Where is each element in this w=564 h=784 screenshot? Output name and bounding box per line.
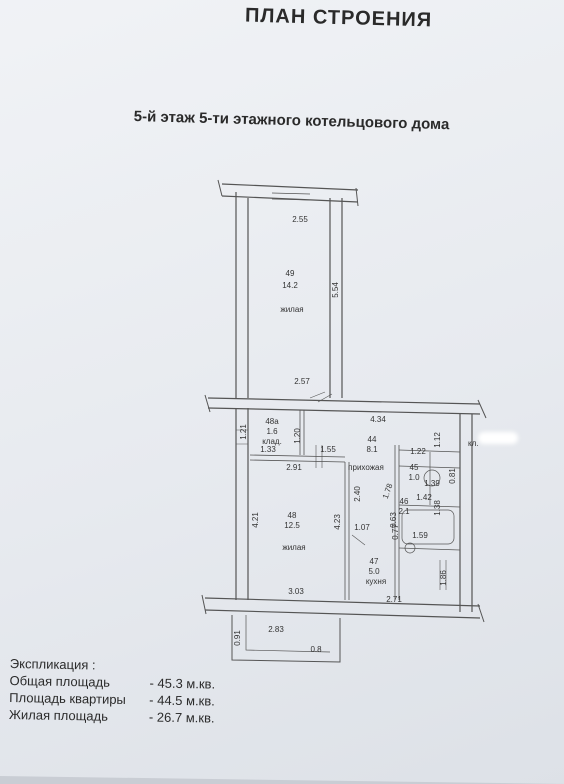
redaction-mark [478, 432, 518, 444]
floor-plan: 49 14.2 жилая 48а 1.6 клад. 44 8.1 прихо… [201, 179, 487, 663]
dimension-label: 1.22 [410, 447, 426, 456]
dimension-label: 0.63 [389, 512, 398, 528]
dimension-label: 2.57 [294, 377, 310, 386]
dimension-label: 1.39 [424, 479, 440, 488]
explication-value: - 45.3 м.кв. [149, 675, 216, 692]
dimension-label: 3.03 [288, 587, 304, 596]
dimension-label: кл. [468, 439, 478, 448]
room-49-number: 49 [286, 269, 295, 278]
dimension-label: 1.42 [416, 493, 432, 502]
room-44-number: 44 [368, 435, 377, 444]
explication-value: - 26.7 м.кв. [148, 709, 215, 726]
explication-label: Жилая площадь [8, 706, 109, 724]
room-47-number: 47 [370, 557, 379, 566]
dimension-label: 1.38 [433, 500, 442, 516]
dimension-label: 2.40 [353, 486, 362, 502]
dimension-label: 0.8 [310, 645, 322, 654]
room-45-number: 45 [410, 463, 419, 472]
room-48-area: 12.5 [284, 521, 300, 530]
room-48a-type: клад. [262, 437, 282, 446]
room-48-type: жилая [282, 543, 305, 552]
room-48a-number: 48а [265, 417, 279, 426]
dimension-label: 2.71 [386, 595, 402, 604]
dimension-label: 0.77 [391, 524, 400, 540]
room-44-area: 8.1 [366, 445, 378, 454]
room-48a-area: 1.6 [266, 427, 278, 436]
room-47-area: 5.0 [368, 567, 380, 576]
explication-value: - 44.5 м.кв. [149, 692, 215, 709]
dimension-label: 1.07 [354, 523, 370, 532]
dimension-label: 0.91 [233, 630, 242, 646]
dimension-label: 1.55 [320, 445, 336, 454]
dimension-label: 5.54 [331, 282, 340, 298]
room-47-type: кухня [366, 577, 386, 586]
dimension-label: 2.91 [286, 463, 302, 472]
dimension-label: 1.20 [293, 428, 302, 444]
dimension-label: 1.86 [439, 570, 448, 586]
room-46-number: 46 [400, 497, 409, 506]
dimension-label: 4.21 [251, 512, 260, 528]
room-46-area: 2.1 [398, 507, 410, 516]
room-44-type: прихожая [348, 463, 384, 472]
dimension-label: 1.33 [260, 445, 276, 454]
dimension-label: 0.81 [448, 468, 457, 484]
dimension-label: 2.55 [292, 215, 308, 224]
dimension-label: 1.78 [381, 482, 395, 500]
room-45-area: 1.0 [408, 473, 420, 482]
room-48-number: 48 [288, 511, 297, 520]
dimension-label: 1.59 [412, 531, 428, 540]
dimension-label: 4.23 [333, 514, 342, 530]
dimension-label: 2.83 [268, 625, 284, 634]
explication-block: Экспликация : Общая площадь- 45.3 м.кв. … [9, 655, 216, 727]
room-49-area: 14.2 [282, 281, 298, 290]
room-49-type: жилая [280, 305, 303, 314]
dimension-label: 4.34 [370, 415, 386, 424]
explication-row: Жилая площадь - 26.7 м.кв. [9, 706, 215, 727]
dimension-label: 1.21 [239, 424, 248, 440]
dimension-label: 1.12 [433, 432, 442, 448]
